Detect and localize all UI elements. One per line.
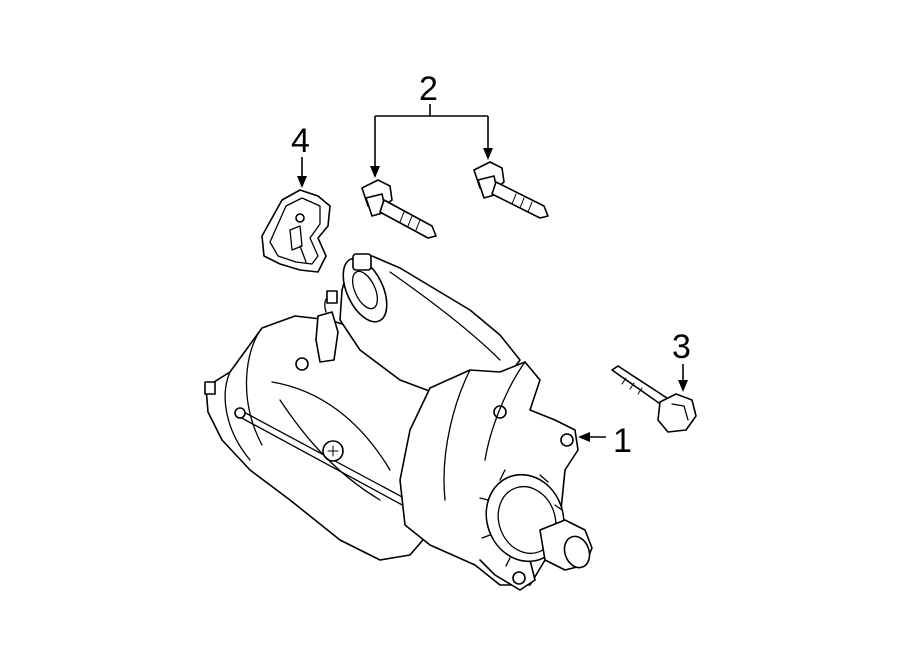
callout-2: 2 (419, 70, 438, 108)
terminal-cover (261, 189, 331, 273)
leader-lines (297, 104, 688, 442)
bolt-part-3 (611, 365, 697, 433)
mounting-bolt-left (361, 179, 437, 239)
callout-1: 1 (613, 422, 632, 460)
callout-3: 3 (672, 328, 691, 366)
starter-motor (204, 253, 593, 591)
callout-4: 4 (291, 122, 310, 160)
mounting-bolt-right (473, 161, 549, 219)
